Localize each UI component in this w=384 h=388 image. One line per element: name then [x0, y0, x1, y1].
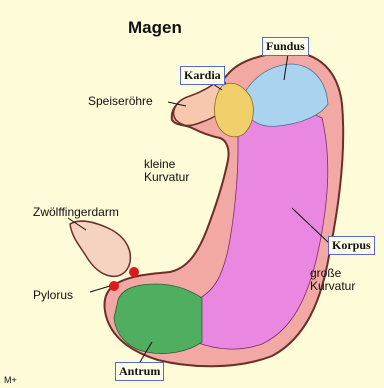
duodenum — [70, 221, 130, 276]
label-grosse-kurvatur: große Kurvatur — [310, 267, 355, 293]
label-zwoelffingerdarm: Zwölffingerdarm — [33, 205, 119, 219]
label-fundus: Fundus — [262, 37, 309, 56]
label-antrum: Antrum — [115, 362, 164, 381]
corner-mark: M+ — [4, 375, 17, 385]
label-kardia: Kardia — [180, 66, 225, 85]
label-kleine-kurvatur-line2: Kurvatur — [144, 171, 189, 184]
antrum-region — [114, 284, 202, 354]
label-speiseroehre: Speiseröhre — [88, 94, 153, 108]
label-kleine-kurvatur: kleine Kurvatur — [144, 158, 189, 184]
label-korpus: Korpus — [328, 236, 375, 255]
diagram-title: Magen — [128, 18, 182, 38]
pylorus-marker — [129, 267, 139, 277]
label-pylorus: Pylorus — [33, 288, 73, 302]
leader-pylorus — [90, 286, 110, 292]
label-grosse-kurvatur-line2: Kurvatur — [310, 280, 355, 293]
pylorus-marker — [109, 281, 119, 291]
